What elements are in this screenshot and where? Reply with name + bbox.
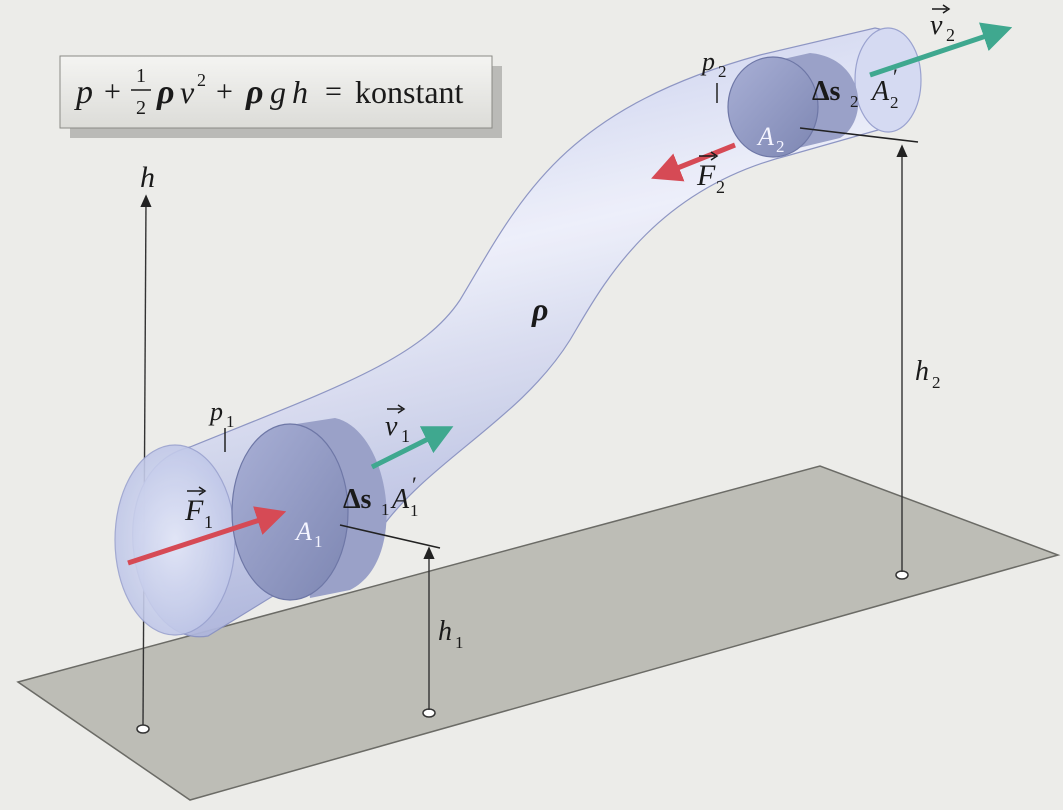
- svg-text:2: 2: [718, 62, 727, 81]
- svg-text:2: 2: [890, 93, 899, 112]
- label-p2: p 2: [700, 47, 727, 81]
- h-base-dot: [136, 724, 150, 734]
- svg-text:F: F: [696, 159, 716, 192]
- svg-text:2: 2: [946, 25, 955, 45]
- svg-text:2: 2: [932, 373, 941, 392]
- label-A2: A 2: [756, 122, 785, 156]
- label-h: h: [140, 161, 155, 194]
- label-p1: p 1: [208, 397, 235, 431]
- svg-text:Δs: Δs: [343, 484, 372, 515]
- label-F2: F 2: [696, 151, 725, 197]
- h2-top-tick: [799, 127, 919, 143]
- svg-text:A: A: [870, 76, 890, 107]
- label-A1-prime: A 1 ′: [390, 472, 419, 520]
- v1-arrow: [370, 426, 454, 470]
- svg-text:2: 2: [850, 92, 859, 111]
- svg-text:v: v: [385, 411, 398, 442]
- eq-rhs: konstant: [355, 74, 464, 110]
- v2-arrow: [869, 22, 1013, 78]
- svg-text:1: 1: [226, 412, 235, 431]
- tube-right-end: [854, 27, 922, 133]
- ground-plane: [16, 465, 1061, 801]
- h1-base-dot: [422, 708, 436, 718]
- label-A1: A 1: [294, 517, 323, 551]
- svg-text:′: ′: [412, 472, 417, 497]
- eq-plus2: +: [216, 75, 233, 108]
- label-h1: h 1: [438, 616, 464, 652]
- disc-A1: [231, 423, 349, 601]
- eq-rho1: ρ: [156, 74, 175, 111]
- eq-plus1: +: [104, 75, 121, 108]
- eq-g: g: [270, 74, 286, 110]
- svg-text:h: h: [915, 356, 929, 387]
- F2-arrow: [651, 142, 736, 182]
- svg-text:1: 1: [204, 512, 213, 532]
- svg-text:p: p: [700, 47, 715, 76]
- eq-rho2: ρ: [245, 74, 264, 111]
- svg-text:h: h: [438, 616, 452, 647]
- svg-text:1: 1: [410, 501, 419, 520]
- svg-text:′: ′: [893, 64, 898, 89]
- disc-A2: [727, 56, 819, 158]
- svg-text:2: 2: [716, 177, 725, 197]
- label-rho: ρ: [531, 291, 548, 327]
- bernoulli-equation-box: p + 1 2 ρ v 2 + ρ g h = konstant: [59, 55, 502, 138]
- svg-text:A: A: [756, 122, 774, 151]
- label-v2: v 2: [930, 4, 955, 45]
- eq-sq: 2: [197, 70, 206, 90]
- svg-text:2: 2: [776, 137, 785, 156]
- svg-text:1: 1: [381, 500, 390, 519]
- label-v1: v 1: [385, 404, 410, 446]
- eq-equals: =: [325, 75, 342, 108]
- eq-h: h: [292, 74, 308, 110]
- svg-text:Δs: Δs: [812, 76, 841, 107]
- svg-text:A: A: [390, 484, 410, 515]
- svg-text:1: 1: [401, 426, 410, 446]
- eq-half-den: 2: [136, 97, 146, 119]
- eq-p: p: [74, 74, 93, 111]
- F1-arrow: [127, 506, 287, 566]
- svg-text:1: 1: [314, 532, 323, 551]
- tube-left-end: [114, 444, 236, 636]
- h1-top-tick: [339, 524, 441, 549]
- eq-v: v: [180, 74, 195, 110]
- label-A2-prime: A 2 ′: [870, 64, 899, 112]
- label-h2: h 2: [915, 356, 941, 392]
- svg-text:A: A: [294, 517, 312, 546]
- svg-text:1: 1: [455, 633, 464, 652]
- svg-text:F: F: [184, 494, 204, 527]
- svg-text:p: p: [208, 397, 223, 426]
- label-ds2: Δs 2: [812, 76, 859, 111]
- label-F1: F 1: [184, 486, 213, 532]
- svg-text:v: v: [930, 10, 943, 41]
- eq-half-num: 1: [136, 65, 146, 87]
- h2-base-dot: [895, 570, 909, 580]
- label-ds1: Δs 1: [343, 484, 390, 519]
